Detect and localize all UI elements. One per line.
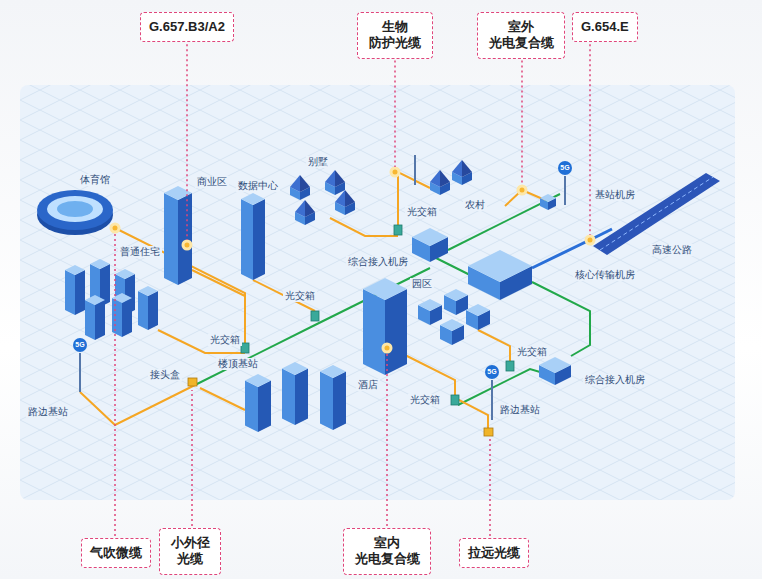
- map-label: 酒店: [356, 379, 380, 391]
- map-label: 光交箱: [408, 394, 442, 406]
- callout-box: G.657.B3/A2: [140, 12, 234, 42]
- map-label: 体育馆: [78, 174, 112, 186]
- highway: [593, 173, 720, 255]
- grid: [20, 85, 735, 500]
- map-label: 别墅: [306, 156, 330, 168]
- green-cables: [195, 194, 590, 405]
- marker-dots: [111, 168, 594, 352]
- callout-text: G.654.E: [581, 19, 629, 35]
- map-label: 综合接入机房: [346, 256, 410, 268]
- callout-text: G.657.B3/A2: [149, 19, 225, 35]
- 5g-badge: 5G: [558, 161, 572, 175]
- map-label: 基站机房: [593, 189, 637, 201]
- 5g-badge: 5G: [485, 365, 499, 379]
- map-label: 高速公路: [650, 244, 694, 256]
- core-room: [468, 250, 532, 300]
- commercial-tower: [164, 186, 192, 285]
- hotel: [363, 278, 407, 375]
- map-label: 光交箱: [405, 206, 439, 218]
- residential-towers: [65, 259, 158, 340]
- map-label: 光交箱: [208, 334, 242, 346]
- map-label: 商业区: [195, 176, 229, 188]
- access-room: [412, 228, 448, 262]
- map-label: 路边基站: [26, 406, 70, 418]
- map-label: 光交箱: [283, 290, 317, 302]
- panel: [20, 85, 735, 500]
- park-blocks: [418, 289, 490, 345]
- callout-box: 气吹微缆: [81, 538, 151, 568]
- map-label: 核心传输机房: [573, 269, 637, 281]
- datacenter-tower: [241, 193, 265, 280]
- map-label: 路边基站: [498, 404, 542, 416]
- villas: [290, 170, 355, 225]
- stadium: [37, 190, 113, 235]
- roadside-pole: [491, 380, 493, 420]
- leader-lines: [115, 44, 590, 536]
- callout-text: 生物 防护光缆: [366, 19, 424, 52]
- village: [415, 155, 472, 195]
- roadside-pole: [79, 353, 81, 392]
- cabinets: [188, 225, 514, 436]
- callout-box: 生物 防护光缆: [357, 12, 433, 59]
- callout-text: 小外径 光缆: [168, 535, 212, 568]
- map-label: 综合接入机房: [583, 374, 647, 386]
- callout-text: 室内 光电复合缆: [352, 535, 422, 568]
- callout-box: 拉远光缆: [459, 538, 529, 568]
- map-label: 接头盒: [148, 369, 182, 381]
- map-label: 光交箱: [515, 346, 549, 358]
- map-label: 数据中心: [236, 180, 280, 192]
- map-label: 农村: [463, 199, 487, 211]
- orange-cables: [80, 172, 545, 430]
- base-station-room: [540, 176, 565, 210]
- callout-box: G.654.E: [572, 12, 638, 42]
- map-label: 楼顶基站: [216, 358, 260, 370]
- callout-text: 室外 光电复合缆: [486, 19, 556, 52]
- access-room: [539, 357, 571, 385]
- map-label: 园区: [410, 278, 434, 290]
- callout-text: 气吹微缆: [90, 545, 142, 561]
- rooftop-towers: [245, 362, 346, 432]
- callout-box: 小外径 光缆: [159, 528, 221, 575]
- callout-box: 室外 光电复合缆: [477, 12, 565, 59]
- callout-text: 拉远光缆: [468, 545, 520, 561]
- map-label: 普通住宅: [118, 246, 162, 258]
- callout-box: 室内 光电复合缆: [343, 528, 431, 575]
- 5g-badge: 5G: [73, 338, 87, 352]
